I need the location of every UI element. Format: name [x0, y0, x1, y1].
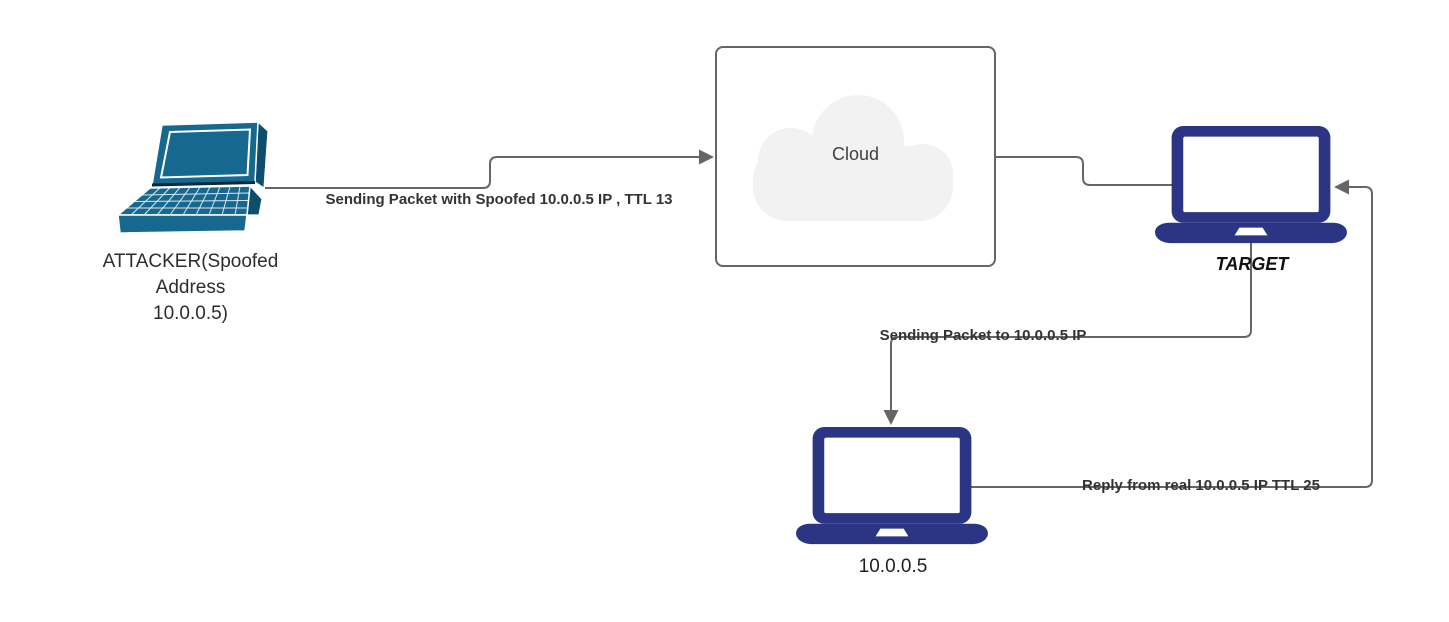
attacker-laptop-icon: [115, 120, 269, 234]
edge-cloud-to-target: [996, 156, 1172, 186]
real-host-laptop-icon: [796, 427, 988, 545]
attacker-label-line1: ATTACKER(Spoofed: [102, 251, 279, 272]
edge-label-sending-to-real: Sending Packet to 10.0.0.5 IP: [879, 327, 1087, 344]
edge-label-reply-from-real: Reply from real 10.0.0.5 IP TTL 25: [1082, 477, 1320, 494]
attacker-label-line3: 10.0.0.5): [153, 303, 228, 324]
arrowhead-left-icon: [1334, 179, 1349, 195]
cloud-node: Cloud: [715, 46, 996, 267]
cloud-label: Cloud: [831, 144, 880, 164]
attacker-label: ATTACKER(Spoofed Address 10.0.0.5): [88, 249, 293, 327]
cloud-icon: [753, 95, 953, 221]
arrowhead-right-icon: [699, 149, 714, 165]
attacker-label-line2: Address: [155, 277, 226, 298]
edge-attacker-to-cloud: [265, 149, 714, 189]
arrowhead-down-icon: [883, 410, 899, 425]
edge-real-host-to-target: [963, 179, 1373, 488]
real-host-label: 10.0.0.5: [858, 556, 928, 577]
edge-target-to-real-host: [883, 243, 1252, 425]
target-label: TARGET: [1215, 254, 1289, 274]
target-laptop-icon: [1155, 126, 1347, 244]
edge-label-spoofed-packet: Sending Packet with Spoofed 10.0.0.5 IP …: [325, 191, 673, 208]
